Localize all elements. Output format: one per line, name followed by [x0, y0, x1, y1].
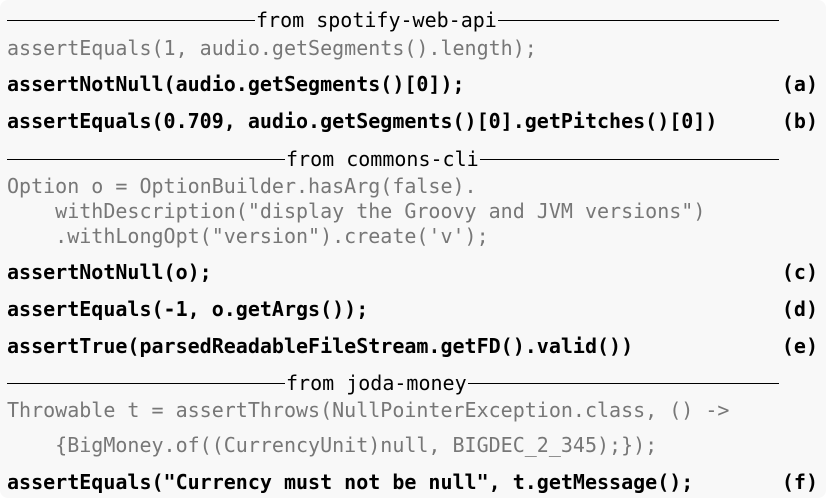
section-header-spotify: from spotify-web-api	[7, 8, 779, 32]
header-rule-left	[7, 158, 285, 160]
assert-tag-c: (c)	[781, 260, 818, 284]
context-line: withDescription("display the Groovy and …	[7, 199, 706, 223]
header-rule-right	[479, 158, 779, 160]
section-title: from joda-money	[286, 371, 467, 395]
context-line: assertEquals(1, audio.getSegments().leng…	[7, 36, 537, 60]
assert-tag-a: (a)	[781, 72, 818, 96]
section-title: from spotify-web-api	[256, 8, 497, 32]
assert-line-e: assertTrue(parsedReadableFileStream.getF…	[7, 334, 634, 358]
header-rule-right	[467, 382, 779, 384]
context-line: {BigMoney.of((CurrencyUnit)null, BIGDEC_…	[7, 433, 658, 457]
header-rule-left	[7, 382, 285, 384]
header-rule-left	[7, 19, 255, 21]
section-title: from commons-cli	[286, 147, 479, 171]
assert-line-a: assertNotNull(audio.getSegments()[0]);	[7, 72, 465, 96]
assert-tag-b: (b)	[781, 109, 818, 133]
assert-tag-e: (e)	[781, 334, 818, 358]
context-line: Option o = OptionBuilder.hasArg(false).	[7, 174, 477, 198]
assert-line-c: assertNotNull(o);	[7, 260, 212, 284]
assert-line-f: assertEquals("Currency must not be null"…	[7, 470, 694, 494]
context-line: .withLongOpt("version").create('v');	[7, 224, 489, 248]
context-line: Throwable t = assertThrows(NullPointerEx…	[7, 398, 730, 422]
header-rule-right	[497, 19, 779, 21]
section-header-commons-cli: from commons-cli	[7, 147, 779, 171]
assert-line-d: assertEquals(-1, o.getArgs());	[7, 297, 369, 321]
assert-line-b: assertEquals(0.709, audio.getSegments()[…	[7, 109, 718, 133]
section-header-joda-money: from joda-money	[7, 371, 779, 395]
assert-tag-f: (f)	[781, 470, 818, 494]
assert-tag-d: (d)	[781, 297, 818, 321]
